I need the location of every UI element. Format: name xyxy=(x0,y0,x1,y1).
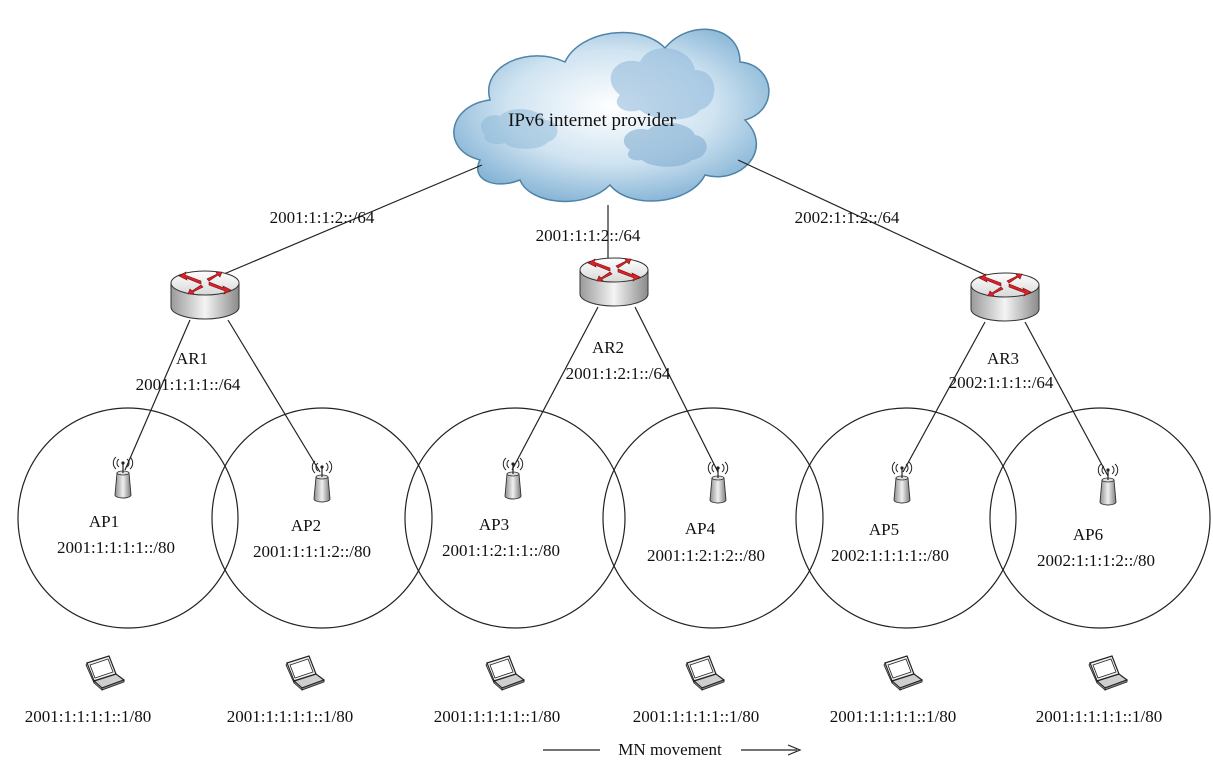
movement-indicator: MN movement xyxy=(543,740,802,759)
link-ar1-ap2 xyxy=(227,319,321,473)
mn6-laptop-icon xyxy=(1088,655,1128,691)
movement-label: MN movement xyxy=(618,740,722,759)
coverage-cell-ap1 xyxy=(17,407,239,629)
ap2-prefix: 2001:1:1:1:2::/80 xyxy=(253,542,371,561)
ap4-antenna-icon xyxy=(707,461,729,504)
link-ar1-ap1 xyxy=(124,319,191,471)
ap6-prefix: 2002:1:1:1:2::/80 xyxy=(1037,551,1155,570)
mn6-address: 2001:1:1:1:1::1/80 xyxy=(1036,707,1163,726)
router-ar3-icon xyxy=(970,272,1040,322)
ap6-name: AP6 xyxy=(1073,525,1103,544)
router-ar3-name: AR3 xyxy=(987,349,1019,368)
uplink-label-ar2: 2001:1:1:2::/64 xyxy=(536,226,641,245)
ap2-name: AP2 xyxy=(291,516,321,535)
cloud-shade-bottom xyxy=(623,122,707,167)
mn2-address: 2001:1:1:1:1::1/80 xyxy=(227,707,354,726)
coverage-cell-ap4 xyxy=(602,407,824,629)
ap6-antenna-icon xyxy=(1097,463,1119,506)
mn4-laptop-icon xyxy=(685,655,725,691)
movement-arrowhead-icon xyxy=(787,744,802,756)
router-ar2-subnet: 2001:1:2:1::/64 xyxy=(566,364,671,383)
ap5-antenna-icon xyxy=(891,461,913,504)
internet-cloud: IPv6 internet provider xyxy=(453,28,770,203)
coverage-cell-ap2 xyxy=(211,407,433,629)
ap5-name: AP5 xyxy=(869,520,899,539)
uplink-label-ar1: 2001:1:1:2::/64 xyxy=(270,208,375,227)
mn2-laptop-icon xyxy=(285,655,325,691)
router-ar2-name: AR2 xyxy=(592,338,624,357)
ap4-prefix: 2001:1:2:1:2::/80 xyxy=(647,546,765,565)
cloud-label: IPv6 internet provider xyxy=(508,110,676,131)
uplink-line-ar3 xyxy=(737,159,1006,285)
ap3-antenna-icon xyxy=(502,457,524,500)
router-ar1-icon xyxy=(170,270,240,320)
uplink-label-ar3: 2002:1:1:2::/64 xyxy=(795,208,900,227)
coverage-cell-ap3 xyxy=(404,407,626,629)
link-ar2-ap3 xyxy=(511,306,599,471)
ap1-prefix: 2001:1:1:1:1::/80 xyxy=(57,538,175,557)
coverage-cell-ap5 xyxy=(795,407,1017,629)
ap4-name: AP4 xyxy=(685,519,716,538)
router-ar2-icon xyxy=(579,257,649,307)
ap3-prefix: 2001:1:2:1:1::/80 xyxy=(442,541,560,560)
mn3-address: 2001:1:1:1:1::1/80 xyxy=(434,707,561,726)
cloud-shade-left xyxy=(480,109,558,149)
mn1-laptop-icon xyxy=(85,655,125,691)
ap3-name: AP3 xyxy=(479,515,509,534)
link-ar2-ap4 xyxy=(634,306,719,473)
mn4-address: 2001:1:1:1:1::1/80 xyxy=(633,707,760,726)
mn1-address: 2001:1:1:1:1::1/80 xyxy=(25,707,152,726)
link-ar3-ap6 xyxy=(1024,321,1109,477)
ap5-prefix: 2002:1:1:1:1::/80 xyxy=(831,546,949,565)
router-ar3-subnet: 2002:1:1:1::/64 xyxy=(949,373,1054,392)
router-ar1-name: AR1 xyxy=(176,349,208,368)
ap1-name: AP1 xyxy=(89,512,119,531)
uplink-line-ar1 xyxy=(204,164,483,283)
link-ar3-ap5 xyxy=(902,321,986,473)
cloud-shade-top xyxy=(610,48,715,120)
mn3-laptop-icon xyxy=(485,655,525,691)
router-ar1-subnet: 2001:1:1:1::/64 xyxy=(136,375,241,394)
mn5-address: 2001:1:1:1:1::1/80 xyxy=(830,707,957,726)
mn5-laptop-icon xyxy=(883,655,923,691)
coverage-cell-ap6 xyxy=(989,407,1211,629)
ap1-antenna-icon xyxy=(112,456,134,499)
ap2-antenna-icon xyxy=(311,460,333,503)
